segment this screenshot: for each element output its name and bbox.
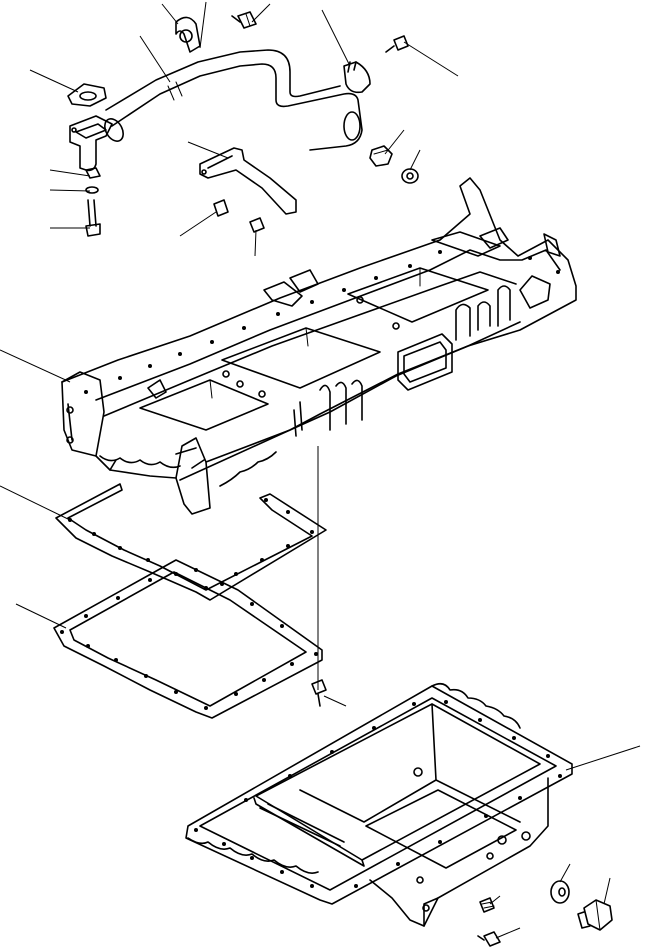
gasket-flange [67,83,107,107]
washer-upper [401,168,419,184]
plug-small [479,897,495,913]
nut-small [85,167,101,179]
nut-bracket-right [249,217,265,233]
nut-bracket-left [213,199,229,217]
tube-pipe [104,49,363,151]
plug-upper [369,145,393,167]
oil-pan-lower [185,682,573,927]
bolt-bottom [477,931,501,947]
washer-small [85,186,99,194]
washer-drain [550,880,570,904]
clamp-left [175,16,201,53]
bolt-pan [311,679,327,707]
oil-pan-upper-case [61,177,577,515]
bolt-right [385,35,409,53]
bracket [199,147,297,215]
drain-plug [577,899,613,931]
clamp-right [343,61,371,94]
gasket-upper [55,483,327,601]
bolt-top [231,11,257,29]
gasket-lower [53,559,323,719]
stud-bolt [85,199,101,237]
